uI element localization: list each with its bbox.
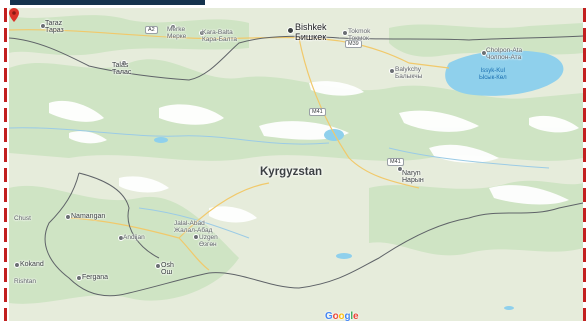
city-dot-bishkek[interactable] [287,27,294,34]
city-dot-naryn[interactable] [397,166,403,172]
road-shield: A2 [145,26,158,34]
city-dot-uzgen[interactable] [193,234,199,240]
logo-letter: o [338,311,345,321]
logo-letter: e [352,311,359,321]
city-dot-tokmok[interactable] [342,30,348,36]
logo-letter: l [350,311,353,321]
road-shield: M41 [309,108,326,116]
rivers [9,127,550,239]
lake-issyk-kul [445,50,564,96]
google-logo: Google [325,311,359,321]
city-dot-talas[interactable] [121,60,127,66]
city-dot-kara-balta[interactable] [199,30,205,36]
city-dot-fergana[interactable] [76,275,82,281]
city-label-kokand: Kokand [20,261,44,268]
logo-letter: o [332,311,339,321]
logo-letter: G [325,311,333,321]
lakes [154,50,564,310]
city-label-fergana: Fergana [82,274,109,281]
country-borders [9,35,583,297]
lake-son-kul [324,129,344,141]
right-decorative-edge [583,8,586,321]
top-header-bar [10,0,205,5]
country-label: Kyrgyzstan [260,166,322,178]
road-shield: M41 [387,158,404,166]
city-label-andijan: Andijan [123,234,145,241]
location-pin-icon[interactable] [9,8,19,22]
city-dot-kokand[interactable] [14,262,20,268]
city-dot-cholpon-ata[interactable] [481,50,487,56]
city-dot-taraz[interactable] [40,23,46,29]
city-label-rishtan: Rishtan [14,278,37,285]
lake-small-south [504,306,514,310]
left-decorative-edge [4,8,7,321]
logo-letter: g [344,311,351,321]
city-dot-namangan[interactable] [65,214,71,220]
roads [9,29,450,271]
city-dot-balykchy[interactable] [389,68,395,74]
city-dot-andijan[interactable] [118,235,124,241]
city-label-chust: Chust [14,215,31,222]
road-shield: M39 [345,40,362,48]
city-dot-merke[interactable] [170,24,176,30]
city-dot-osh[interactable] [155,263,161,269]
lake-toktogul [154,137,168,143]
map-terrain [9,15,583,310]
lake-chatyr-kul [336,253,352,259]
city-label-namangan: Namangan [71,213,106,220]
